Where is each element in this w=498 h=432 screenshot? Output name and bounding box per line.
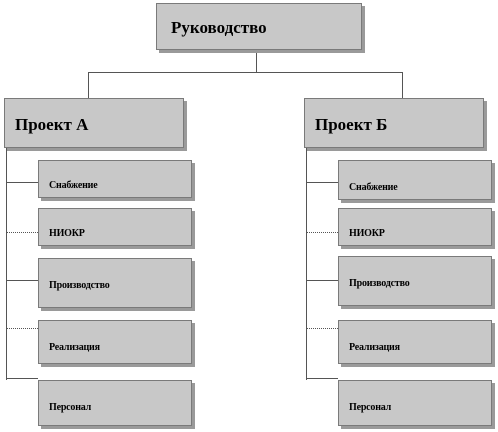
root-node: Руководство (156, 3, 362, 50)
project-b-label: Проект Б (315, 115, 388, 134)
project-b-connector (402, 72, 403, 98)
project-a-branch-2 (6, 232, 38, 233)
project-a-dept-5-label: Персонал (49, 402, 92, 413)
project-b-dept-2: НИОКР (338, 208, 492, 246)
project-b-branch-5 (306, 378, 338, 379)
project-a-dept-1: Снабжение (38, 160, 192, 198)
project-b-dept-1-label: Снабжение (349, 182, 398, 193)
project-b-dept-4-label: Реализация (349, 342, 400, 353)
project-b-spine (306, 148, 307, 380)
project-b-node: Проект Б (304, 98, 484, 148)
project-a-dept-4: Реализация (38, 320, 192, 364)
project-a-dept-3: Производство (38, 258, 192, 308)
project-a-dept-5: Персонал (38, 380, 192, 426)
project-a-dept-2: НИОКР (38, 208, 192, 246)
project-b-dept-1: Снабжение (338, 160, 492, 200)
project-b-branch-1 (306, 182, 338, 183)
project-a-connector (88, 72, 89, 98)
project-a-dept-2-label: НИОКР (49, 228, 85, 239)
project-b-branch-4 (306, 328, 338, 329)
root-connector-horizontal (88, 72, 402, 73)
project-a-branch-1 (6, 182, 38, 183)
root-label: Руководство (171, 18, 267, 37)
project-b-branch-2 (306, 232, 338, 233)
root-connector-vertical (256, 50, 257, 72)
project-b-dept-3-label: Производство (349, 278, 410, 289)
project-b-dept-2-label: НИОКР (349, 228, 385, 239)
project-a-node: Проект А (4, 98, 184, 148)
project-b-dept-3: Производство (338, 256, 492, 306)
project-a-dept-3-label: Производство (49, 280, 110, 291)
project-b-dept-5: Персонал (338, 380, 492, 426)
project-a-branch-4 (6, 328, 38, 329)
project-a-dept-4-label: Реализация (49, 342, 100, 353)
project-a-label: Проект А (15, 115, 89, 134)
project-a-dept-1-label: Снабжение (49, 180, 98, 191)
project-b-dept-5-label: Персонал (349, 402, 392, 413)
project-a-spine (6, 148, 7, 380)
project-b-dept-4: Реализация (338, 320, 492, 364)
project-a-branch-5 (6, 378, 38, 379)
project-a-branch-3 (6, 280, 38, 281)
project-b-branch-3 (306, 280, 338, 281)
